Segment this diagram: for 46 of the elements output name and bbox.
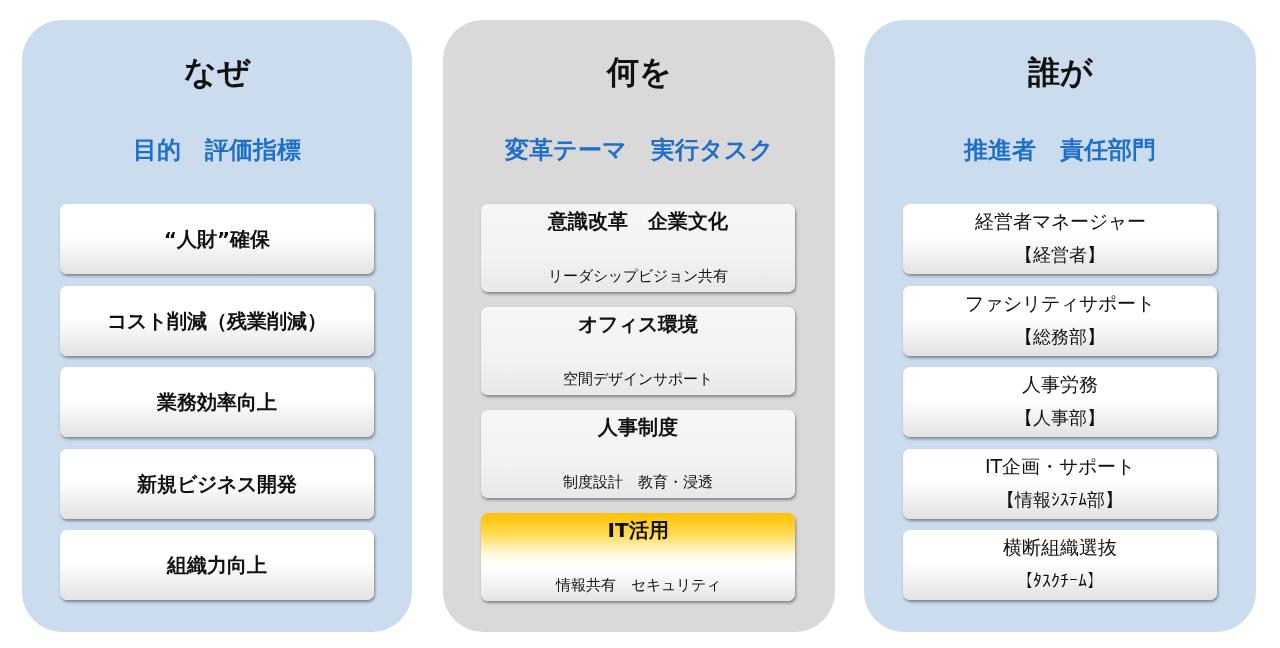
task-text: 制度設計 教育・浸透 <box>563 473 713 491</box>
item-card <box>481 307 795 395</box>
theme-title: 意識改革 企業文化 <box>548 209 728 233</box>
department-text: 【総務部】 <box>1015 326 1105 348</box>
role-text: 経営者マネージャー <box>974 210 1146 234</box>
theme-title: オフィス環境 <box>578 312 698 336</box>
department-text: 【ﾀｽｸﾁｰﾑ】 <box>1015 570 1105 592</box>
card-title: 組織力向上 <box>167 553 267 577</box>
panel-heading: なぜ <box>184 54 250 91</box>
theme-title: IT活用 <box>607 518 669 542</box>
item-card <box>60 449 374 519</box>
role-text: 横断組織選抜 <box>1003 536 1117 560</box>
category-panel <box>22 20 412 632</box>
item-card <box>903 204 1217 274</box>
panel-subheading: 目的 評価指標 <box>133 137 301 165</box>
panel-subheading: 変革テーマ 実行タスク <box>504 137 774 165</box>
item-card <box>903 449 1217 519</box>
item-card <box>903 530 1217 600</box>
task-text: 空間デザインサポート <box>563 370 713 388</box>
item-card <box>481 410 795 498</box>
panel-subheading: 推進者 責任部門 <box>964 137 1156 165</box>
card-title: コスト削減（残業削減） <box>107 309 327 333</box>
theme-title: 人事制度 <box>598 415 678 439</box>
category-panel <box>864 20 1256 632</box>
department-text: 【情報ｼｽﾃﾑ部】 <box>997 489 1123 511</box>
panel-heading: 何を <box>606 54 672 91</box>
item-card <box>481 204 795 292</box>
department-text: 【人事部】 <box>1015 407 1105 429</box>
department-text: 【経営者】 <box>1015 244 1105 266</box>
category-panel <box>443 20 835 632</box>
role-text: ファシリティサポート <box>965 292 1155 316</box>
item-card <box>903 367 1217 437</box>
item-card <box>60 204 374 274</box>
item-card <box>903 286 1217 356</box>
card-title: “人財”確保 <box>163 227 271 251</box>
task-text: リーダシップビジョン共有 <box>548 267 728 285</box>
card-title: 新規ビジネス開発 <box>137 472 297 496</box>
highlighted-card <box>481 513 795 601</box>
item-card <box>60 367 374 437</box>
card-title: 業務効率向上 <box>157 390 277 414</box>
item-card <box>60 286 374 356</box>
task-text: 情報共有 セキュリティ <box>555 576 721 594</box>
role-text: 人事労務 <box>1022 373 1098 397</box>
item-card <box>60 530 374 600</box>
panel-heading: 誰が <box>1027 54 1093 91</box>
role-text: IT企画・サポート <box>984 455 1136 479</box>
